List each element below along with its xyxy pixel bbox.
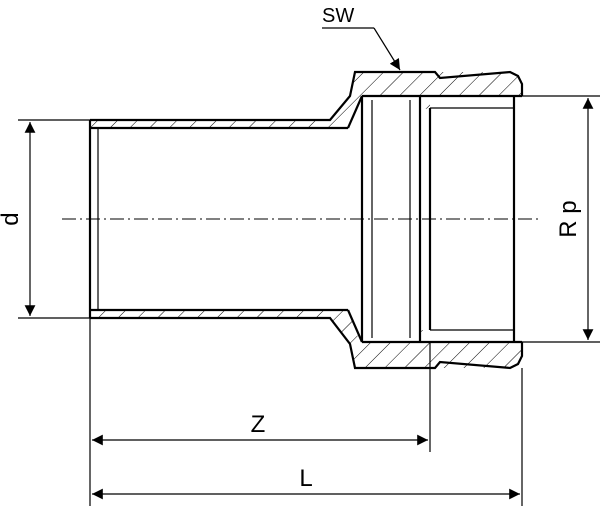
outer-contour-lower <box>90 316 524 370</box>
rp-label: R p <box>555 200 582 237</box>
z-label: Z <box>251 411 266 438</box>
lower-wall-section <box>90 310 522 368</box>
outer-contour <box>90 70 524 122</box>
cone-top <box>346 95 364 129</box>
upper-wall-section <box>90 72 522 128</box>
sw-label: SW <box>322 5 354 27</box>
sw-leader-diagonal <box>373 27 401 71</box>
l-label: L <box>299 465 312 492</box>
cone-bottom <box>346 309 364 343</box>
d-label: d <box>0 212 24 225</box>
